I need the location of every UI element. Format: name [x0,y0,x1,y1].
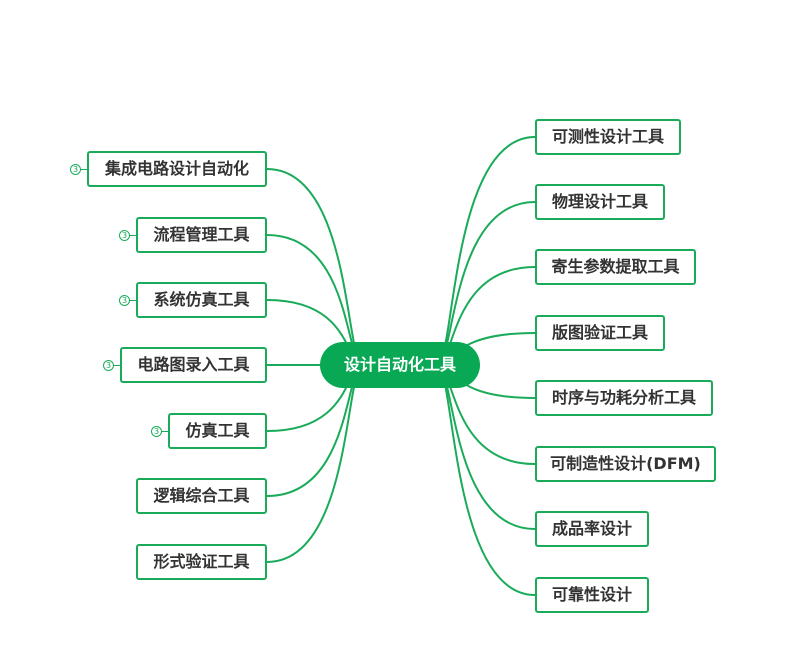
topic-timing-power-analysis-tool[interactable]: 时序与功耗分析工具 [535,380,713,416]
topic-parasitic-extraction-tool[interactable]: 寄生参数提取工具 [535,249,696,285]
collapsed-count-badge[interactable]: 3 [70,164,81,175]
topic-system-simulation-tool[interactable]: 系统仿真工具 [136,282,267,318]
topic-yield-design[interactable]: 成品率设计 [535,511,649,547]
topic-dfm[interactable]: 可制造性设计(DFM) [535,446,716,482]
connector-line [266,168,364,366]
badge-connector [130,300,136,301]
collapsed-count-badge[interactable]: 3 [119,230,130,241]
topic-flow-management-tool[interactable]: 流程管理工具 [136,217,267,253]
collapsed-count-badge[interactable]: 3 [103,360,114,371]
connector-line [436,364,536,596]
connector-line [436,136,536,366]
topic-ic-design-automation[interactable]: 集成电路设计自动化 [87,151,267,187]
badge-connector [81,169,87,170]
collapsed-count-badge[interactable]: 3 [151,426,162,437]
central-topic[interactable]: 设计自动化工具 [320,342,480,388]
topic-formal-verification-tool[interactable]: 形式验证工具 [136,544,267,580]
topic-reliability-design[interactable]: 可靠性设计 [535,577,649,613]
connector-line [266,364,364,563]
topic-schematic-entry-tool[interactable]: 电路图录入工具 [120,347,267,383]
badge-connector [130,235,136,236]
collapsed-count-badge[interactable]: 3 [119,295,130,306]
topic-simulation-tool[interactable]: 仿真工具 [168,413,267,449]
badge-connector [162,431,168,432]
topic-physical-design-tool[interactable]: 物理设计工具 [535,184,665,220]
badge-connector [114,365,120,366]
topic-layout-verification-tool[interactable]: 版图验证工具 [535,315,665,351]
topic-dft-tool[interactable]: 可测性设计工具 [535,119,681,155]
topic-logic-synthesis-tool[interactable]: 逻辑综合工具 [136,478,267,514]
